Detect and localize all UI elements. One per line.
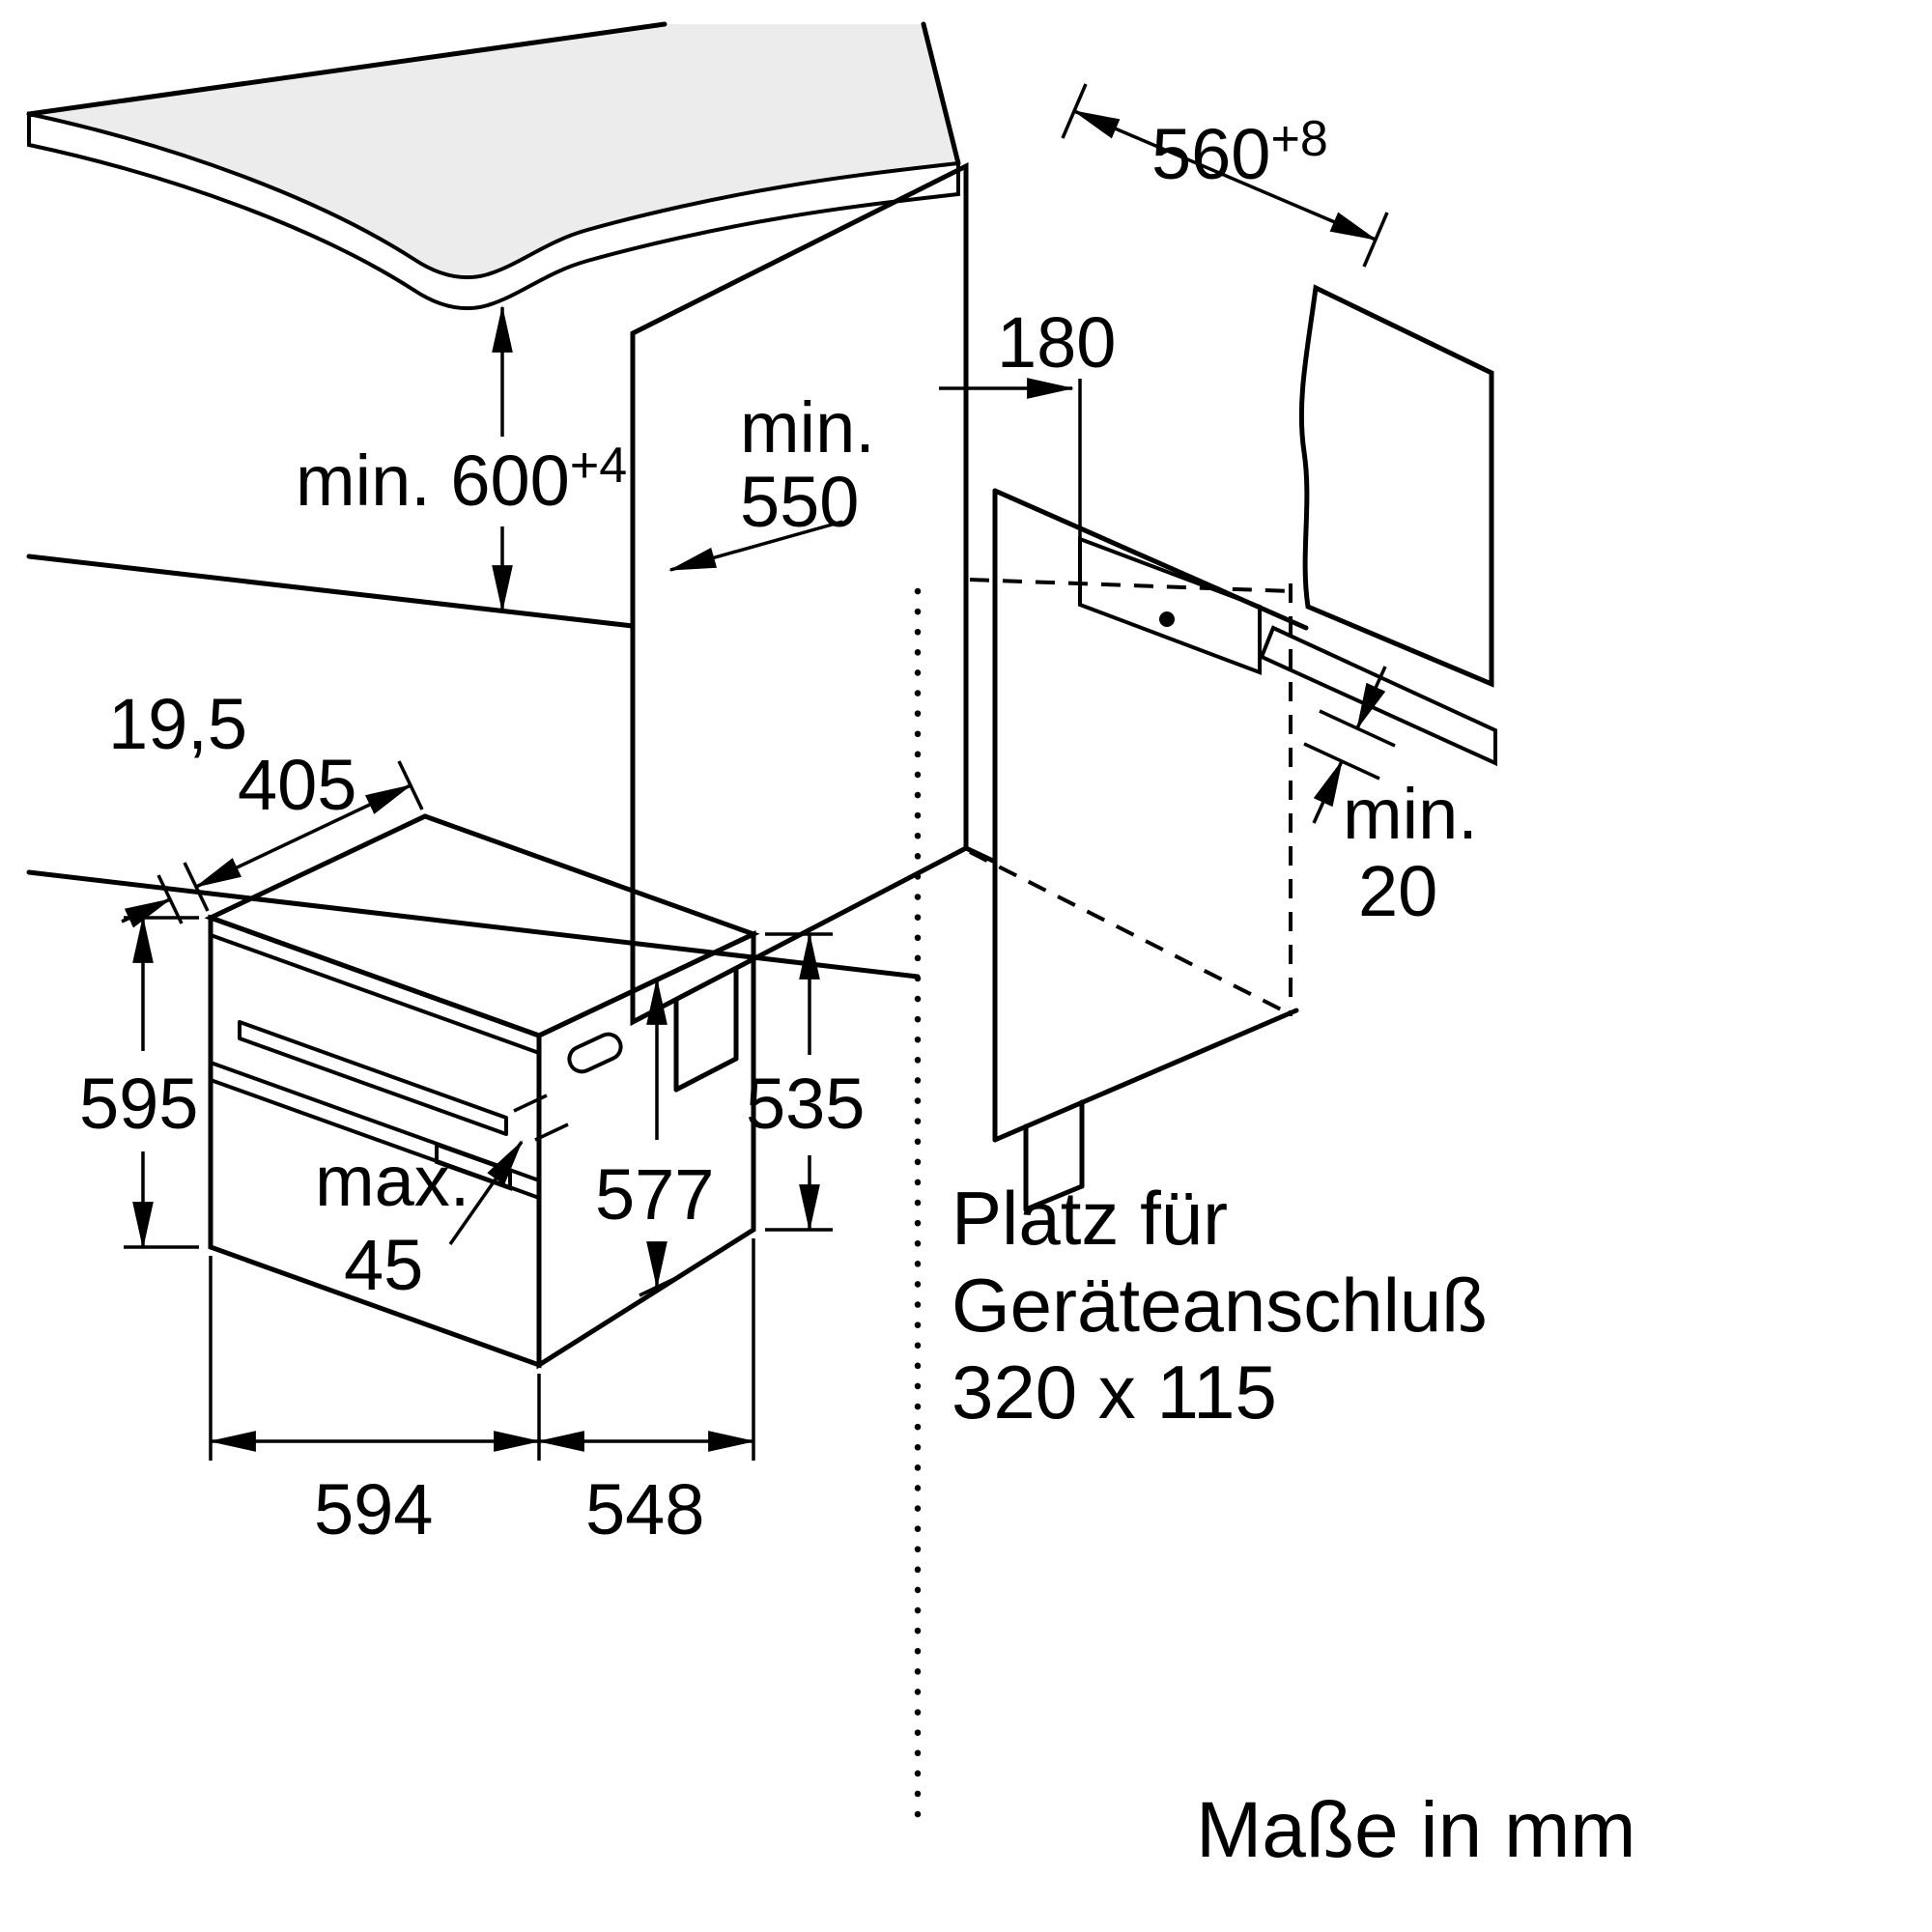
connection-point-dot xyxy=(1159,611,1175,627)
oven-side-face xyxy=(536,930,756,1370)
dim-width-label: 594 xyxy=(314,1469,433,1549)
dim-width: 594 xyxy=(208,1256,542,1549)
connection-space-note: Platz für Geräteanschluß 320 x 115 xyxy=(952,1176,1488,1435)
dim-niche-height: min. 600+4 xyxy=(296,304,627,613)
countertop-surface xyxy=(29,24,958,278)
dim-outlet-offset-label: 180 xyxy=(997,302,1116,383)
dim-front-height-label: 595 xyxy=(79,1064,198,1144)
oven-handle xyxy=(238,1020,508,1136)
dim-rear-gap-label-1: min. xyxy=(1343,774,1478,854)
countertop xyxy=(26,21,961,311)
dim-niche-width-tolerance: +8 xyxy=(1270,111,1327,167)
niche-hidden-top-edge xyxy=(969,578,1292,593)
right-cabinet-foot xyxy=(1023,1099,1085,1212)
dim-niche-width: 560+8 xyxy=(1061,83,1389,268)
niche-right xyxy=(963,284,1497,1212)
counter-line-upper xyxy=(26,554,636,629)
dim-handle-depth-label-2: 45 xyxy=(344,1225,423,1305)
dim-niche-width-label: 560+8 xyxy=(1151,111,1328,194)
dim-niche-width-value: 560 xyxy=(1151,114,1270,194)
niche-floor-strip xyxy=(963,845,998,865)
connection-note-line-1: Platz für xyxy=(952,1176,1228,1261)
oven-front-face xyxy=(208,914,542,1369)
right-counter-band xyxy=(1259,625,1497,767)
niche-bottom-edge xyxy=(992,1008,1299,1143)
dim-overhang-label: 19,5 xyxy=(108,684,247,764)
dim-niche-depth: min. 550 xyxy=(668,387,875,572)
dim-handle-depth: max. 45 xyxy=(315,1094,569,1305)
countertop-cut-edge xyxy=(921,21,961,166)
connection-note-line-2: Geräteanschluß xyxy=(952,1263,1488,1348)
right-wall-panel xyxy=(1298,284,1494,688)
counter-line-lower xyxy=(26,869,921,980)
tall-cabinet-foot xyxy=(673,967,739,1093)
oven-door-latch-plate xyxy=(435,1142,512,1191)
units-note: Maße in mm xyxy=(1196,1786,1636,1874)
connection-cutout xyxy=(1078,536,1262,675)
niche-hidden-floor-edge xyxy=(969,850,1292,1016)
dim-cavity-height: 577 xyxy=(595,969,714,1297)
dim-body-height-label: 535 xyxy=(746,1064,865,1144)
dim-rear-gap: min. 20 xyxy=(1303,666,1478,931)
dim-rear-gap-label-2: 20 xyxy=(1358,851,1437,931)
oven-control-panel-line xyxy=(209,933,541,1055)
connection-cutout-hatch xyxy=(1078,536,1262,675)
dim-niche-height-tolerance: +4 xyxy=(570,438,627,494)
dim-niche-depth-label-1: min. xyxy=(740,387,875,468)
dim-outlet-offset: 180 xyxy=(939,302,1116,541)
dim-niche-height-label: min. 600+4 xyxy=(296,438,627,521)
dim-cavity-height-label: 577 xyxy=(595,1154,714,1235)
countertop-edge-band xyxy=(27,111,960,311)
countertop-back-edge xyxy=(26,21,668,117)
connection-note-line-3: 320 x 115 xyxy=(952,1350,1277,1435)
tall-cabinet-front-face xyxy=(630,161,969,1027)
dim-door-front-depth: 405 xyxy=(183,745,424,912)
dim-niche-height-value: min. 600 xyxy=(296,440,570,521)
dim-door-front-depth-label: 405 xyxy=(238,745,356,825)
dim-overhang: 19,5 xyxy=(108,684,247,928)
dim-niche-depth-label-2: 550 xyxy=(740,462,859,542)
dim-body-height: 535 xyxy=(746,931,865,1233)
dim-front-height: 595 xyxy=(79,915,199,1250)
oven-side-vent-slot xyxy=(567,1032,623,1074)
dim-depth-label: 548 xyxy=(585,1469,704,1549)
tall-cabinet xyxy=(630,161,969,1093)
oven xyxy=(204,813,760,1370)
dim-depth: 548 xyxy=(536,1238,756,1549)
dim-handle-depth-label-1: max. xyxy=(315,1141,469,1221)
